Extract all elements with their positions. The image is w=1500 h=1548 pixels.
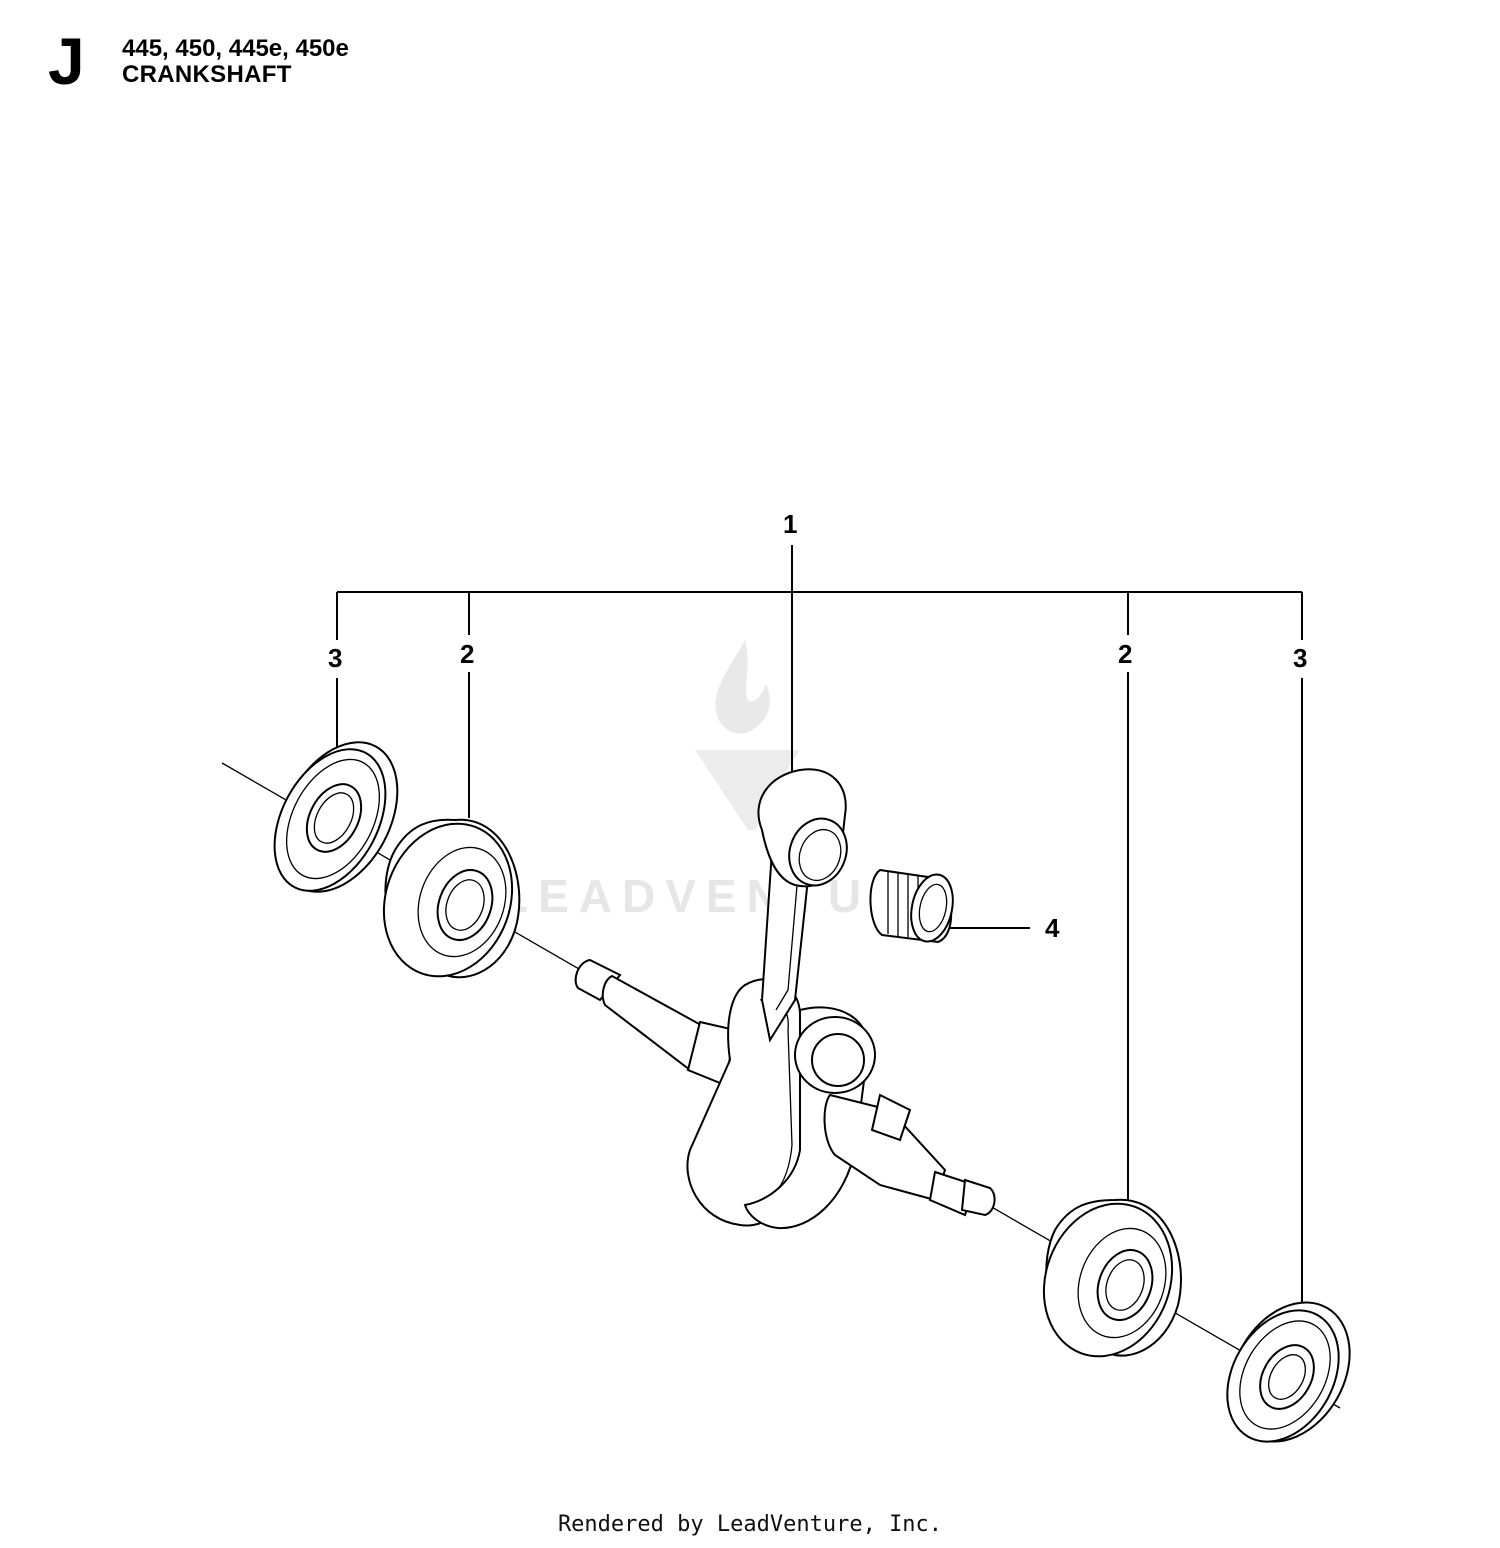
ball-bearing-right bbox=[1042, 1198, 1182, 1358]
section-letter: J bbox=[48, 24, 85, 98]
ball-bearing-left bbox=[382, 818, 521, 979]
callout-3-right: 3 bbox=[1293, 643, 1307, 673]
callout-bracket bbox=[336, 545, 1303, 1308]
needle-roller-bearing bbox=[869, 868, 954, 944]
connecting-rod bbox=[757, 768, 848, 1043]
callout-2-left: 2 bbox=[460, 639, 474, 669]
callout-3-left: 3 bbox=[328, 643, 342, 673]
callout-2-right: 2 bbox=[1118, 639, 1132, 669]
model-list: 445, 450, 445e, 450e bbox=[122, 35, 349, 62]
footer-credit: Rendered by LeadVenture, Inc. bbox=[557, 1512, 943, 1537]
crankshaft-right-shaft bbox=[823, 1093, 996, 1217]
diagram-title: CRANKSHAFT bbox=[122, 61, 292, 88]
oil-seal-left bbox=[273, 741, 399, 893]
callout-1: 1 bbox=[783, 509, 797, 539]
oil-seal-right bbox=[1226, 1301, 1351, 1443]
crankshaft-left-shaft bbox=[574, 958, 737, 1087]
callout-4: 4 bbox=[1045, 913, 1060, 943]
